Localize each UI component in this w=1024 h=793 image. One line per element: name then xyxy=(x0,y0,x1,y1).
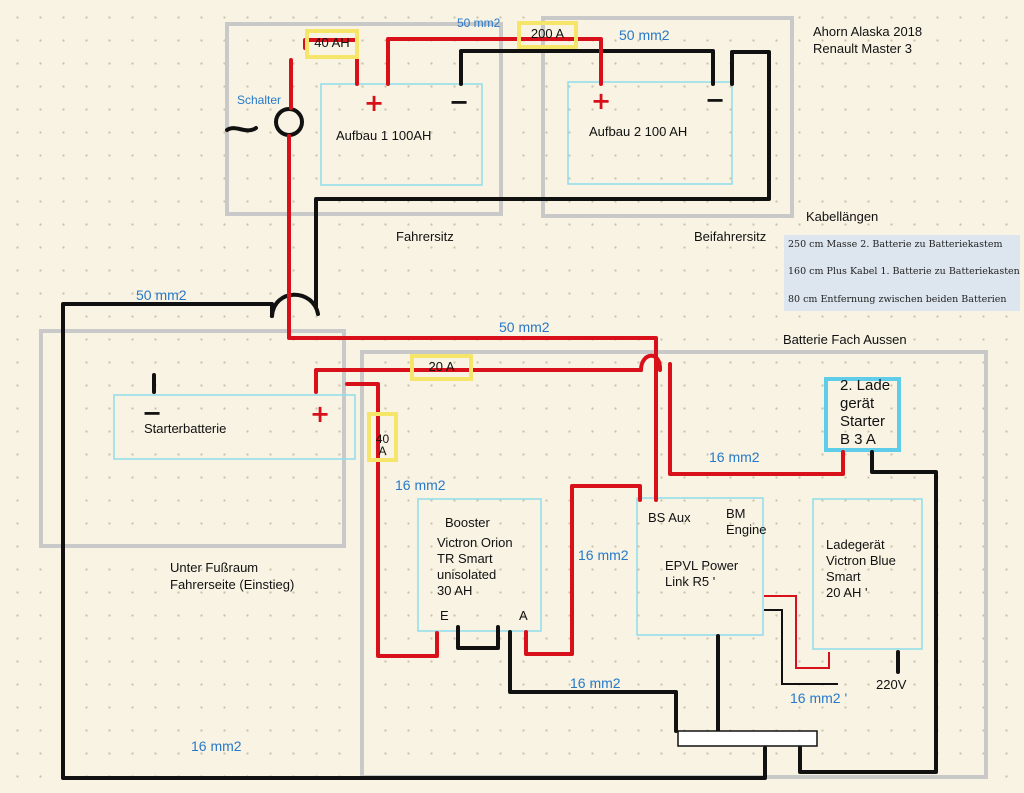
pos-booster-out xyxy=(524,484,642,656)
starter-charger-box xyxy=(824,377,901,452)
house-battery-2-box xyxy=(567,81,733,185)
starter-minus-icon: − xyxy=(142,399,163,427)
booster-line-1: Victron Orion xyxy=(437,535,513,550)
starter-charger-line-1: 2. Lade xyxy=(840,377,891,394)
epvl-engine-label: Engine xyxy=(726,522,767,537)
switch-label: Schalter xyxy=(237,93,282,107)
cable-lengths-title: Kabellängen xyxy=(806,209,879,224)
neg-charger-thin xyxy=(764,609,838,685)
starter-charger-line-2: gerät xyxy=(840,395,875,412)
epvl-name-2: Link R5 ' xyxy=(665,574,716,589)
cable-label-right-50: 50 mm2 xyxy=(619,27,670,43)
pos-bsaux-feed xyxy=(668,362,845,476)
charger-line-1: Ladegerät xyxy=(826,537,885,552)
passenger-seat-label: Beifahrersitz xyxy=(694,229,767,244)
driver-seat-zone xyxy=(225,22,503,216)
fuse-20a: 20 A xyxy=(410,354,473,381)
booster-box xyxy=(417,498,542,632)
bat1-plus-icon: + xyxy=(364,89,385,117)
booster-input-label: E xyxy=(440,608,449,623)
diagram-subtitle: Renault Master 3 xyxy=(813,41,912,56)
fuse-40a: 40 A xyxy=(367,412,398,462)
pos-main-trunk xyxy=(287,134,658,502)
neg-bat1-to-bat2 xyxy=(459,49,715,86)
pos-bat1-to-bat2 xyxy=(386,37,603,86)
cable-lengths-box: 250 cm Masse 2. Batterie zu Batteriekast… xyxy=(784,235,1020,311)
booster-line-2: TR Smart xyxy=(437,551,493,566)
cable-label-bottom-left-16: 16 mm2 xyxy=(191,738,242,754)
mains-label: 220V xyxy=(876,677,907,692)
neg-left-loop xyxy=(61,302,767,780)
starter-plus-icon: + xyxy=(310,400,331,428)
battery-switch-icon xyxy=(274,107,304,137)
neg-booster-bridge xyxy=(456,625,500,650)
footwell-zone xyxy=(39,329,346,548)
cable-label-charger-16: 16 mm2 ' xyxy=(790,690,848,706)
charger-line-4: 20 AH ' xyxy=(826,585,868,600)
passenger-seat-zone xyxy=(541,16,794,218)
negative-busbar xyxy=(677,730,818,747)
pos-booster-in xyxy=(345,382,439,658)
switch-lead xyxy=(225,126,258,133)
cable-label-starter-charger-16: 16 mm2 xyxy=(709,449,760,465)
bat1-minus-icon: − xyxy=(449,88,470,116)
booster-line-3: unisolated xyxy=(437,567,497,582)
neg-bat2-return xyxy=(314,50,771,309)
cable-length-note: 160 cm Plus Kabel 1. Batterie zu Batteri… xyxy=(788,266,1020,277)
cable-label-booster-in-16: 16 mm2 xyxy=(395,477,446,493)
epvl-bm-label: BM xyxy=(726,506,746,521)
diagram-title: Ahorn Alaska 2018 xyxy=(813,24,923,39)
house-battery-1-box xyxy=(320,83,483,186)
pos-charger-thin xyxy=(764,595,830,669)
cable-length-note: 80 cm Entfernung zwischen beiden Batteri… xyxy=(788,294,1007,305)
starter-battery-label: Starterbatterie xyxy=(144,421,227,436)
cable-label-left-50: 50 mm2 xyxy=(136,287,187,303)
battery-compartment-label: Batterie Fach Aussen xyxy=(783,332,907,347)
charger-line-2: Victron Blue xyxy=(826,553,896,568)
booster-title: Booster xyxy=(445,515,490,530)
fuse-200a: 200 A xyxy=(517,21,578,49)
cable-label-booster-out-16: 16 mm2 xyxy=(578,547,629,563)
footwell-label-1: Unter Fußraum xyxy=(170,560,259,575)
cable-label-top-50: 50 mm2 xyxy=(457,16,501,30)
booster-output-label: A xyxy=(519,608,528,623)
cable-length-note: 250 cm Masse 2. Batterie zu Batteriekast… xyxy=(788,239,1003,250)
starter-charger-line-4: B 3 A xyxy=(840,431,876,448)
cable-label-bottom-mid-16: 16 mm2 xyxy=(570,675,621,691)
starter-battery-box xyxy=(113,394,356,460)
fuse-40ah: 40 AH xyxy=(305,29,359,59)
neg-booster-out xyxy=(508,630,678,733)
neg-charger-2 xyxy=(798,450,938,774)
pos-starter-fuse xyxy=(314,368,643,394)
bat2-minus-icon: − xyxy=(705,86,726,114)
starter-charger-line-3: Starter xyxy=(840,413,886,430)
epvl-box xyxy=(636,497,764,636)
driver-seat-label: Fahrersitz xyxy=(396,229,454,244)
epvl-bs-aux-label: BS Aux xyxy=(648,510,691,525)
epvl-name-1: EPVL Power xyxy=(665,558,739,573)
charger-line-3: Smart xyxy=(826,569,861,584)
cable-label-mid-50: 50 mm2 xyxy=(499,319,550,335)
house-battery-2-label: Aufbau 2 100 AH xyxy=(589,124,688,139)
footwell-label-2: Fahrerseite (Einstieg) xyxy=(170,577,295,592)
bat2-plus-icon: + xyxy=(591,87,612,115)
booster-line-4: 30 AH xyxy=(437,583,473,598)
neg-crossover xyxy=(270,292,320,318)
house-battery-1-label: Aufbau 1 100AH xyxy=(336,128,432,143)
pos-crossover xyxy=(639,353,663,372)
charger-box xyxy=(812,498,923,650)
